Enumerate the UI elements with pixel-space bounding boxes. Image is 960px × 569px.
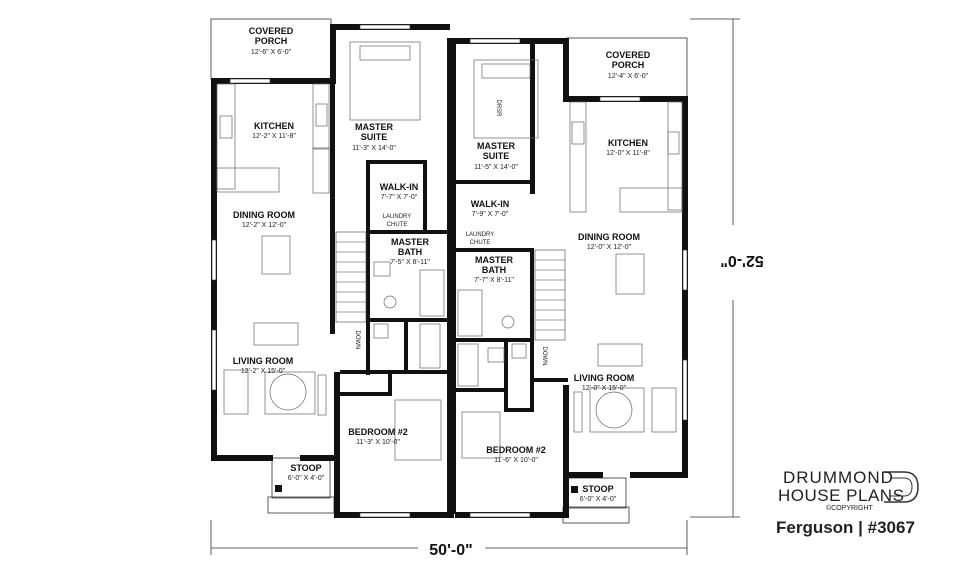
label-master-suite-right-2: SUITE bbox=[483, 151, 510, 161]
overall-depth-dimension: 52'-0" bbox=[720, 252, 763, 269]
dim-kitchen-left: 12'-2" X 11'-8" bbox=[252, 133, 296, 140]
label-covered-porch-right-2: PORCH bbox=[612, 60, 645, 70]
stairs-left bbox=[335, 231, 367, 323]
dim-dining-left: 12'-2" X 12'-0" bbox=[242, 222, 287, 229]
label-laundry-left-2: CHUTE bbox=[387, 222, 408, 228]
dim-dining-right: 12'-0" X 12'-0" bbox=[587, 244, 632, 251]
windows bbox=[211, 24, 688, 518]
dim-master-suite-left: 11'-3" X 14'-0" bbox=[352, 145, 396, 152]
dim-stoop-left: 6'-0" X 4'-0" bbox=[288, 475, 325, 482]
label-stoop-left: STOOP bbox=[290, 463, 321, 473]
label-covered-porch-left-1: COVERED bbox=[249, 26, 294, 36]
dim-bedroom2-right: 11'-6" X 10'-0" bbox=[494, 457, 538, 464]
label-walkin-left: WALK-IN bbox=[380, 182, 419, 192]
dim-walkin-right: 7'-9" X 7'-0" bbox=[472, 211, 509, 218]
label-covered-porch-right-1: COVERED bbox=[606, 50, 651, 60]
dim-stoop-right: 6'-0" X 4'-0" bbox=[580, 496, 617, 503]
label-living-left: LIVING ROOM bbox=[233, 356, 294, 366]
label-laundry-right-2: CHUTE bbox=[470, 240, 491, 246]
dim-master-bath-left: 7'-5" X 8'-11" bbox=[390, 259, 430, 266]
brand-copyright: ©COPYRIGHT bbox=[826, 505, 873, 512]
label-living-right: LIVING ROOM bbox=[574, 373, 635, 383]
label-laundry-right-1: LAUNDRY bbox=[466, 232, 495, 238]
label-down-right: DOWN bbox=[541, 347, 547, 366]
dim-covered-porch-right: 12'-4" X 6'-0" bbox=[608, 73, 649, 80]
brand-line-1: DRUMMOND bbox=[783, 468, 894, 487]
label-laundry-left-1: LAUNDRY bbox=[383, 214, 412, 220]
dim-bedroom2-left: 11'-3" X 10'-0" bbox=[356, 439, 400, 446]
dim-walkin-left: 7'-7" X 7'-0" bbox=[381, 194, 418, 201]
brand-line-2: HOUSE PLANS bbox=[778, 486, 905, 505]
label-down-left: DOWN bbox=[354, 331, 360, 350]
stairs-right bbox=[534, 249, 566, 341]
dim-kitchen-right: 12'-0" X 11'-8" bbox=[606, 150, 650, 157]
label-master-suite-left-1: MASTER bbox=[355, 122, 394, 132]
label-kitchen-right: KITCHEN bbox=[608, 138, 648, 148]
label-walkin-right: WALK-IN bbox=[471, 199, 510, 209]
label-dining-right: DINING ROOM bbox=[578, 232, 640, 242]
label-bedroom2-left: BEDROOM #2 bbox=[348, 427, 408, 437]
overall-width-dimension: 50'-0" bbox=[429, 542, 472, 559]
label-dresser-right: DRSR bbox=[495, 99, 501, 117]
label-stoop-right: STOOP bbox=[582, 484, 613, 494]
logo-mark bbox=[884, 471, 919, 503]
furniture bbox=[216, 41, 683, 461]
room-labels-left: COVERED PORCH 12'-6" X 6'-0" KITCHEN 12'… bbox=[233, 26, 431, 482]
dim-master-bath-right: 7'-7" X 8'-11" bbox=[474, 277, 514, 284]
room-labels-right: COVERED PORCH 12'-4" X 6'-0" DRSR MASTER… bbox=[466, 50, 651, 503]
label-dining-left: DINING ROOM bbox=[233, 210, 295, 220]
interior-walls bbox=[330, 44, 568, 412]
dim-living-right: 12'-0" X 15'-0" bbox=[582, 385, 627, 392]
plan-name: Ferguson | #3067 bbox=[776, 518, 915, 537]
dim-living-left: 12'-2" X 15'-0" bbox=[241, 368, 286, 375]
dimension-lines bbox=[210, 18, 740, 555]
label-master-bath-left-2: BATH bbox=[398, 247, 422, 257]
label-covered-porch-left-2: PORCH bbox=[255, 36, 288, 46]
label-master-suite-left-2: SUITE bbox=[361, 132, 388, 142]
dim-covered-porch-left: 12'-6" X 6'-0" bbox=[251, 49, 292, 56]
label-kitchen-left: KITCHEN bbox=[254, 121, 294, 131]
label-master-bath-right-2: BATH bbox=[482, 265, 506, 275]
label-master-bath-left-1: MASTER bbox=[391, 237, 430, 247]
label-master-suite-right-1: MASTER bbox=[477, 141, 516, 151]
dim-master-suite-right: 11'-5" X 14'-0" bbox=[474, 164, 518, 171]
label-master-bath-right-1: MASTER bbox=[475, 255, 514, 265]
label-bedroom2-right: BEDROOM #2 bbox=[486, 445, 546, 455]
